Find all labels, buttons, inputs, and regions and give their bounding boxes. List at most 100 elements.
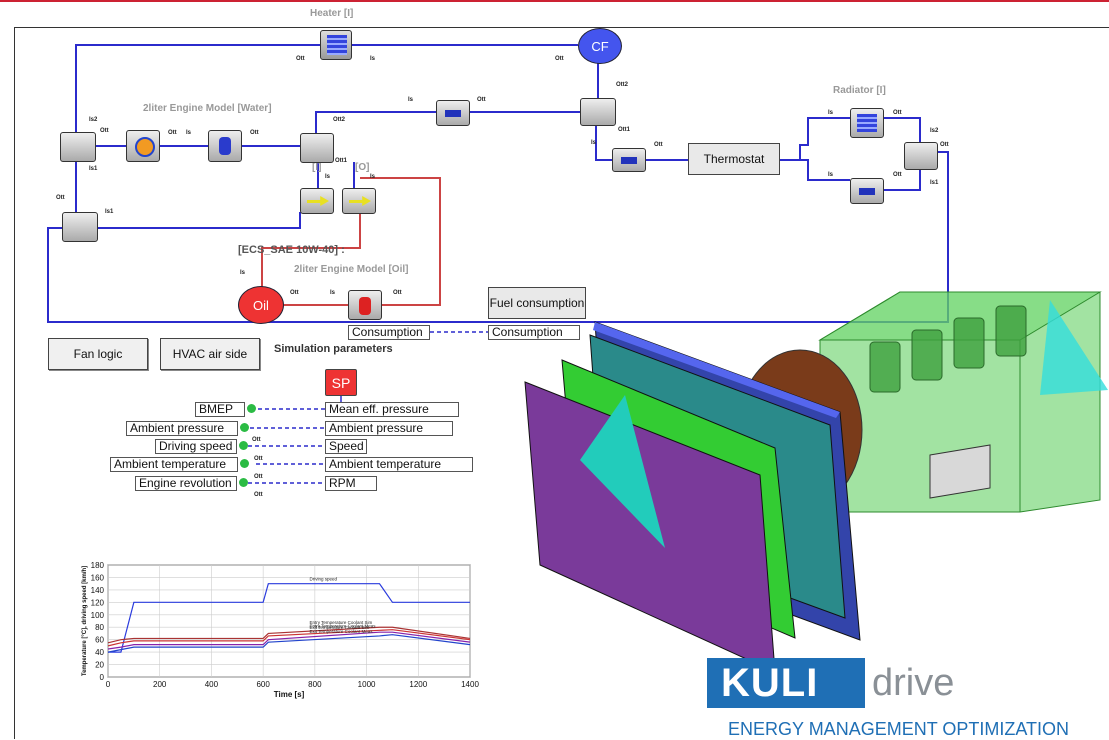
- engine-revolution-input[interactable]: Engine revolution: [135, 476, 237, 491]
- oil-node[interactable]: Oil: [238, 286, 284, 324]
- x-axis-label: Time [s]: [274, 690, 305, 699]
- y-tick-label: 80: [95, 623, 104, 632]
- ambient-pressure-input[interactable]: Ambient pressure: [126, 421, 238, 436]
- x-tick-label: 200: [153, 680, 167, 689]
- port-label: Is: [186, 130, 192, 136]
- port-label: Ott: [56, 195, 65, 201]
- port-label: Ott: [893, 110, 902, 116]
- port-label: Ott: [296, 56, 305, 62]
- series-label: Exit Temperature Coolant Sim: [310, 625, 370, 630]
- fuel-consumption-node[interactable]: Fuel consumption: [488, 287, 586, 319]
- heat-transfer-icon: [349, 196, 371, 206]
- thermostat-node[interactable]: Thermostat: [688, 143, 780, 175]
- engine-block-icon: [219, 137, 231, 155]
- pipe-icon: [859, 188, 875, 195]
- fan-logic-button[interactable]: Fan logic: [48, 338, 148, 370]
- x-tick-label: 600: [256, 680, 270, 689]
- signal-port-icon: [239, 441, 248, 450]
- port-label: Ott: [654, 142, 663, 148]
- port-label: Ott: [893, 172, 902, 178]
- fan-logic-label: Fan logic: [73, 347, 123, 361]
- port-label: Is: [828, 172, 834, 178]
- pipe-element-thermostat[interactable]: [612, 148, 646, 172]
- ambient-temperature-target[interactable]: Ambient temperature: [325, 457, 473, 472]
- y-tick-label: 140: [91, 586, 105, 595]
- x-tick-label: 800: [308, 680, 322, 689]
- port-label: Is: [370, 56, 376, 62]
- pipe-element-upper[interactable]: [436, 100, 470, 126]
- mixer-bottom-component[interactable]: [62, 212, 98, 242]
- heat-transfer-icon: [307, 196, 329, 206]
- splitter-cf-component[interactable]: [580, 98, 616, 126]
- y-tick-label: 160: [91, 573, 105, 582]
- port-label: Ott: [254, 474, 263, 480]
- series-label: Entry Temperature Coolant Meas: [310, 623, 377, 628]
- pump-component[interactable]: [126, 130, 160, 162]
- ambient-pressure-target[interactable]: Ambient pressure: [325, 421, 453, 436]
- i-port-label: [I]: [312, 162, 322, 173]
- consumption-input-right[interactable]: Consumption: [488, 325, 580, 340]
- ecs-label: [ECS_SAE 10W-40] :: [238, 244, 345, 256]
- splitter-water-component[interactable]: [300, 133, 334, 163]
- heat-exchanger-out-component[interactable]: [342, 188, 376, 214]
- heat-exchanger-in-component[interactable]: [300, 188, 334, 214]
- port-label: Ott: [555, 56, 564, 62]
- port-label: Ott2: [616, 82, 628, 88]
- y-axis-label: Temperature [°C], driving speed [km/h]: [82, 566, 88, 676]
- port-label: Is2: [930, 128, 939, 134]
- sp-label: SP: [331, 374, 351, 391]
- y-tick-label: 100: [91, 611, 105, 620]
- oil-engine-component[interactable]: [348, 290, 382, 320]
- rpm-target[interactable]: RPM: [325, 476, 377, 491]
- engine-oil-label: 2liter Engine Model [Oil]: [294, 264, 409, 275]
- drive-wordmark: drive: [872, 662, 955, 704]
- series-line: [107, 626, 471, 644]
- cf-fan-node[interactable]: CF: [578, 28, 622, 64]
- port-label: Ott2: [333, 117, 345, 123]
- port-label: Is: [325, 174, 331, 180]
- series-line: [108, 583, 470, 653]
- thermostat-label: Thermostat: [703, 152, 765, 166]
- y-tick-label: 20: [95, 661, 104, 670]
- sp-node[interactable]: SP: [325, 369, 357, 396]
- mean-eff-pressure-target[interactable]: Mean eff. pressure: [325, 402, 459, 417]
- port-label: Is: [828, 110, 834, 116]
- speed-target[interactable]: Speed: [325, 439, 367, 454]
- radiator-lower-component[interactable]: [850, 178, 884, 204]
- port-label: Is: [370, 174, 376, 180]
- heater-component[interactable]: [320, 30, 352, 60]
- bmep-input[interactable]: BMEP: [195, 402, 245, 417]
- water-engine-component[interactable]: [208, 130, 242, 162]
- x-tick-label: 1000: [358, 680, 376, 689]
- engine-3d-illustration: [524, 291, 1108, 673]
- hvac-air-side-button[interactable]: HVAC air side: [160, 338, 260, 370]
- radiator-core-icon: [857, 114, 877, 132]
- consumption-output-left[interactable]: Consumption: [348, 325, 430, 340]
- port-label: Ott: [254, 456, 263, 462]
- port-label: Ott: [100, 128, 109, 134]
- port-label: Ott1: [618, 127, 630, 133]
- kuli-logo-block: KULI: [707, 658, 865, 708]
- series-line: [107, 631, 471, 650]
- radiator-upper-component[interactable]: [850, 108, 884, 138]
- port-label: Is1: [89, 166, 98, 172]
- fuel-consumption-label: Fuel consumption: [489, 296, 585, 310]
- ambient-temperature-input[interactable]: Ambient temperature: [110, 457, 238, 472]
- x-tick-label: 1200: [409, 680, 427, 689]
- port-label: Is: [591, 140, 597, 146]
- port-label: Is: [330, 290, 336, 296]
- port-label: Ott: [168, 130, 177, 136]
- x-tick-label: 1400: [461, 680, 479, 689]
- port-label: Ott: [250, 130, 259, 136]
- series-label: Driving speed: [310, 577, 338, 582]
- driving-speed-input[interactable]: Driving speed: [155, 439, 237, 454]
- x-tick-label: 400: [205, 680, 219, 689]
- hvac-label: HVAC air side: [172, 347, 248, 361]
- signal-port-icon: [240, 459, 249, 468]
- mixer-top-component[interactable]: [60, 132, 96, 162]
- radiator-mixer-component[interactable]: [904, 142, 938, 170]
- pipe-icon: [445, 110, 461, 117]
- port-label: Is1: [105, 209, 114, 215]
- heater-core-icon: [327, 35, 347, 55]
